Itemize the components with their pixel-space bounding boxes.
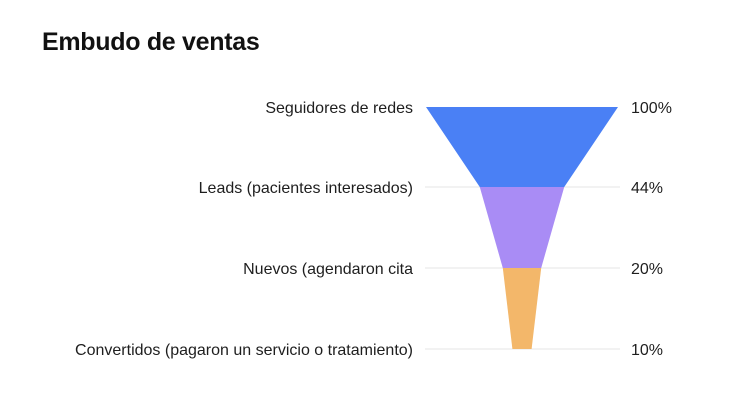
stage-label: Nuevos (agendaron cita — [243, 261, 413, 278]
stage-percentage: 20% — [631, 261, 663, 278]
funnel-segment-3 — [502, 268, 542, 349]
stage-label: Seguidores de redes — [265, 100, 413, 117]
stage-label: Leads (pacientes interesados) — [199, 180, 413, 197]
funnel-segment-2 — [479, 187, 565, 268]
stage-percentage: 10% — [631, 342, 663, 359]
stage-percentage: 100% — [631, 100, 672, 117]
funnel-segment-1 — [426, 107, 618, 187]
stage-percentage: 44% — [631, 180, 663, 197]
chart-title: Embudo de ventas — [42, 28, 260, 56]
stage-label: Convertidos (pagaron un servicio o trata… — [75, 342, 413, 359]
